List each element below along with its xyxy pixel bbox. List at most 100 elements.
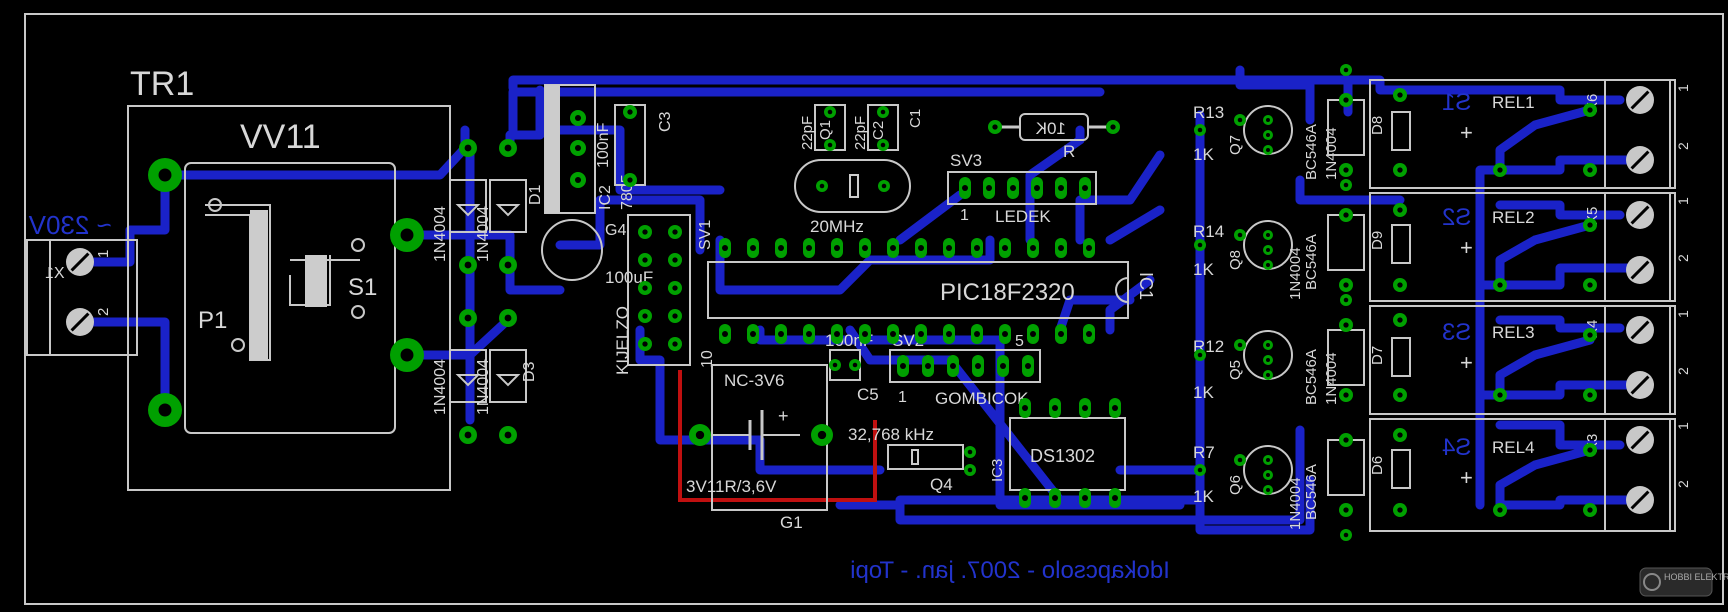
sv1-ref: SV1 [697,220,714,250]
pad-hole [1022,405,1028,411]
pad-hole [852,362,858,368]
pad-hole [1587,107,1593,113]
ic1-ref: IC1 [1136,272,1156,300]
pad-hole [1343,182,1349,188]
pad-hole [672,257,678,263]
pad-hole [950,363,956,369]
pad-hole [862,331,868,337]
ch4-rel: REL4 [1492,438,1535,457]
pad-hole [1266,118,1270,122]
c2-ref: C2 [870,121,887,140]
svg-text:2: 2 [1675,142,1691,150]
pad-hole [992,124,998,130]
q1-ref: Q1 [817,120,834,140]
x1-ref: X1 [45,265,65,282]
pad-hole [1237,232,1243,238]
pad-hole [400,348,414,362]
ch1-rlabel: R13 [1193,103,1224,122]
copper-traces [75,65,1645,535]
pad-hole [722,331,728,337]
pad-hole [504,314,512,322]
pad-hole [672,229,678,235]
svg-text:2: 2 [1675,367,1691,375]
pad-hole [1034,185,1040,191]
pad-hole [1397,317,1403,323]
pad-hole [642,285,648,291]
screw-terminals [66,86,1654,514]
pad-hole [504,144,512,152]
pad-hole [880,142,886,148]
elko-g4 [541,219,603,281]
pad-hole [1397,92,1403,98]
pad-hole [1397,282,1403,288]
pad-hole [1343,437,1349,443]
pad-hole [1112,405,1118,411]
pad-hole [974,331,980,337]
pad-hole [1343,282,1349,288]
tr1-p1: P1 [198,307,227,334]
c3-ref: C3 [657,111,674,132]
svg-text:1: 1 [1675,310,1691,318]
pad-hole [464,144,472,152]
pad-hole [962,185,968,191]
pad-hole [1343,212,1349,218]
pad-hole [1002,245,1008,251]
sv2-name: GOMBICOK [935,389,1029,408]
pad-hole [627,177,633,183]
pad-hole [832,362,838,368]
rectifier-diodes [449,179,527,403]
svg-text:2: 2 [1675,480,1691,488]
x1-pin1: 1 [95,250,112,258]
ch3-d: D7 [1369,346,1386,365]
pad-hole [834,245,840,251]
pad-hole [1052,495,1058,501]
pad-hole [1343,97,1349,103]
tr1-value: VV11 [240,118,321,156]
mains-label: ~ 230V [28,210,112,240]
pad-hole [1343,322,1349,328]
pad-hole [464,431,472,439]
pad-hole [819,183,825,189]
pad-hole [158,403,172,417]
pad-hole [817,430,827,440]
pad-hole [834,331,840,337]
pad-hole [464,261,472,269]
ch3-rel: REL3 [1492,323,1535,342]
pad-hole [827,142,833,148]
pad-hole [1030,245,1036,251]
pad-hole [158,168,172,182]
ch3-diode: 1N4004 [1323,352,1340,405]
pad-hole [574,176,582,184]
tr1-ref: TR1 [130,65,194,103]
pad-hole [464,314,472,322]
battery-top: NC-3V6 [724,371,784,390]
ch1-d: D8 [1369,116,1386,135]
pad-hole [890,245,896,251]
pad-hole [918,245,924,251]
d1-ref: D1 [527,184,544,205]
pad-hole [1343,167,1349,173]
pad-hole [1266,488,1270,492]
ch2-s: S2 [1442,204,1471,231]
pad-hole [975,363,981,369]
pad-hole [1197,242,1203,248]
battery-plus: + [778,406,789,426]
tr1-s1: S1 [348,274,377,301]
pad-hole [1022,495,1028,501]
pad-hole [672,313,678,319]
ch2-d: D9 [1369,231,1386,250]
pad-hole [1497,392,1503,398]
pad-hole [1587,222,1593,228]
d3-ref: D3 [521,361,538,382]
ch2-rel: REL2 [1492,208,1535,227]
ch1-rval: 1K [1193,145,1214,164]
pad-hole [880,109,886,115]
ch4-rval: 1K [1193,487,1214,506]
pad-hole [1397,167,1403,173]
rtc-name: DS1302 [1030,446,1095,466]
svg-text:2: 2 [1675,254,1691,262]
pad-hole [918,331,924,337]
pad-hole [1237,457,1243,463]
pad-hole [890,331,896,337]
pad-hole [1343,297,1349,303]
